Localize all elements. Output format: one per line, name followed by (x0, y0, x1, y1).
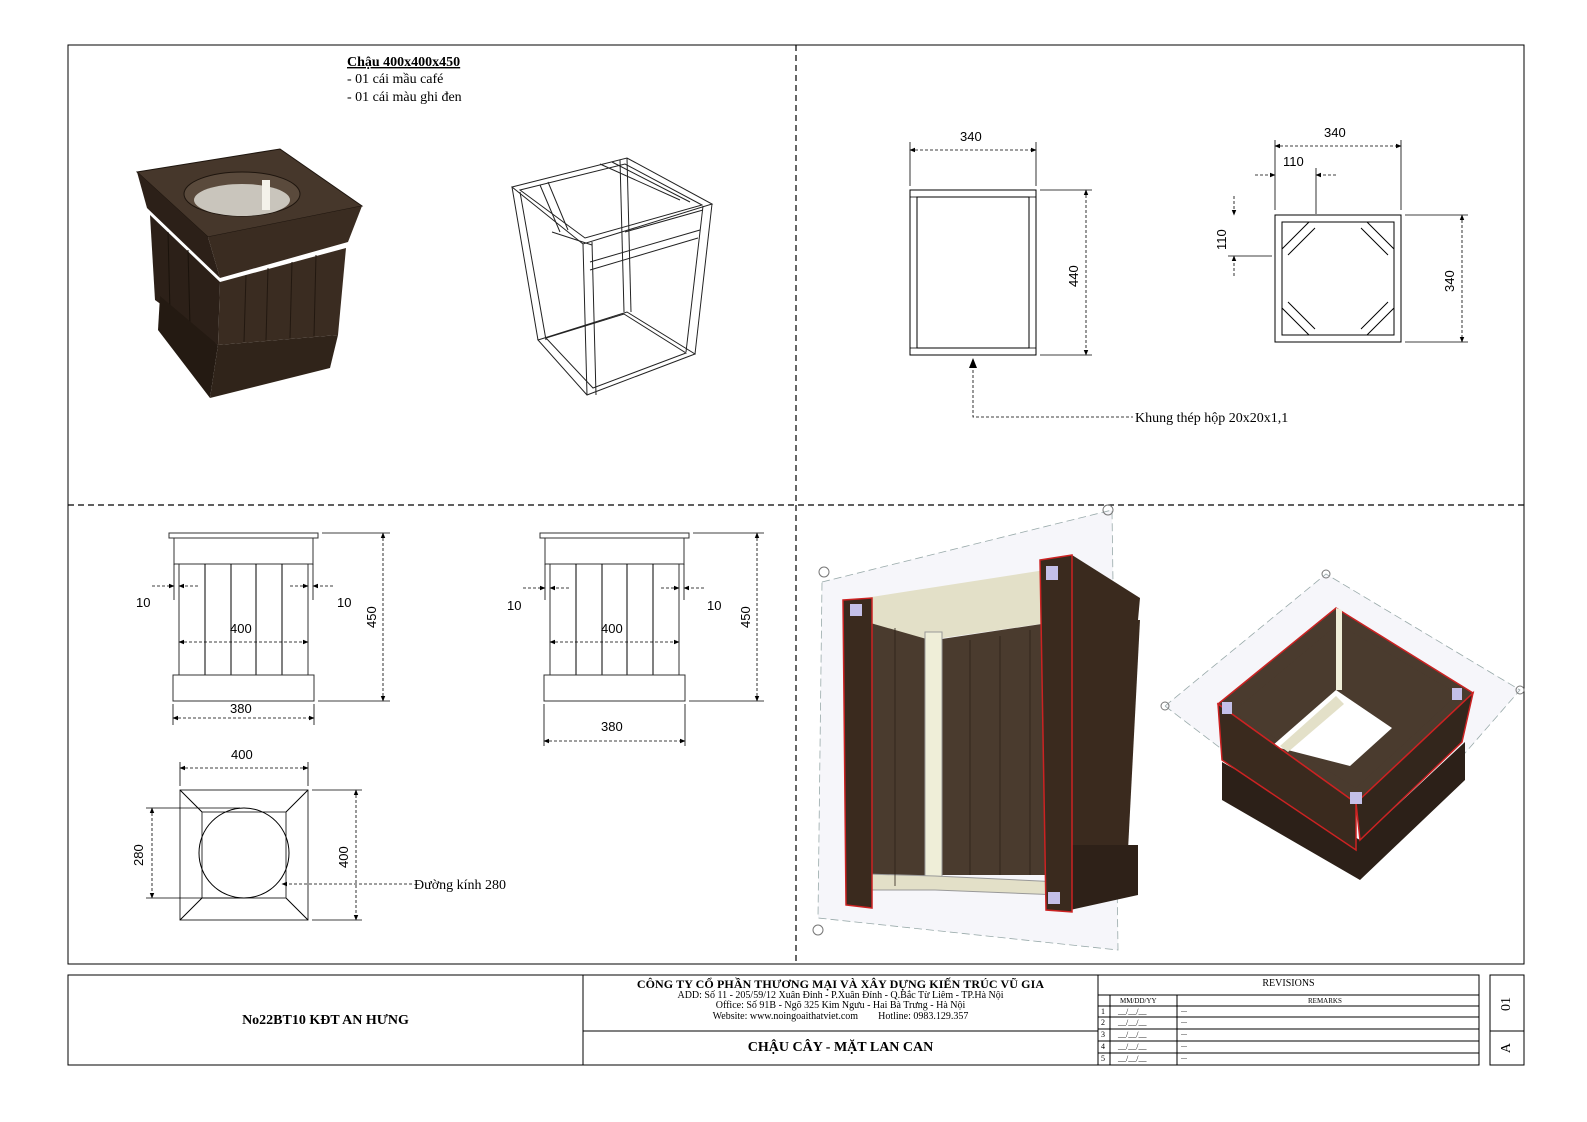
planter-render-3d (135, 148, 364, 398)
revisions-heading: REVISIONS (1262, 978, 1315, 989)
company-name: CÔNG TY CỔ PHẦN THƯƠNG MẠI VÀ XÂY DỰNG K… (636, 977, 1045, 991)
plan-view: 340 110 110 340 (1214, 125, 1468, 343)
revision-row-2-remark: ... (1181, 1016, 1187, 1025)
elevation-height-label: 440 (1066, 265, 1081, 287)
side-height-label: 450 (738, 606, 753, 628)
top-opening-label: 280 (131, 844, 146, 866)
revision-row-5-remark: ... (1181, 1052, 1187, 1061)
revision-row-1-date: __/__/__ (1118, 1007, 1147, 1016)
plan-inset-y-label: 110 (1214, 229, 1229, 250)
side-base-width-label: 380 (601, 719, 623, 734)
plan-inset-x-label: 110 (1283, 154, 1304, 169)
date-column-header: MM/DD/YY (1120, 997, 1157, 1005)
company-info: CÔNG TY CỔ PHẦN THƯƠNG MẠI VÀ XÂY DỰNG K… (583, 978, 1098, 1031)
front-height-label: 450 (364, 606, 379, 628)
revision-row-5-no: 5 (1101, 1054, 1105, 1063)
plan-height-label: 340 (1442, 270, 1457, 292)
revision-row-1-remark: ... (1181, 1005, 1187, 1014)
remarks-column-header: REMARKS (1308, 997, 1342, 1005)
sheet-number: 01 (1490, 978, 1524, 1030)
notes-line-2: - 01 cái màu ghi đen (347, 90, 462, 105)
company-hotline: Hotline: 0983.129.357 (878, 1010, 969, 1022)
revision-row-4-date: __/__/__ (1118, 1042, 1147, 1051)
diameter-annotation: Đường kính 280 (414, 878, 506, 893)
elevation-top-width-label: 340 (960, 129, 982, 144)
top-view: 400 280 400 Đường kính 280 (131, 747, 506, 921)
title-block-frame (67, 974, 1525, 1066)
front-gap-left-label: 10 (136, 595, 150, 610)
elevation-view: 340 440 Khung thép hộp 20x20x1,1 (909, 129, 1288, 426)
company-office: Office: Số 91B - Ngõ 325 Kim Ngưu - Hai … (715, 1000, 966, 1012)
revision-row-1-no: 1 (1101, 1007, 1105, 1016)
revision-row-3-remark: ... (1181, 1028, 1187, 1037)
front-view: 10 10 400 380 450 (136, 532, 390, 725)
sheet-size: A (1490, 1032, 1524, 1064)
revision-row-2-no: 2 (1101, 1018, 1105, 1027)
section-render-top (1160, 569, 1525, 880)
revision-row-3-no: 3 (1101, 1030, 1105, 1039)
revision-row-4-remark: ... (1181, 1040, 1187, 1049)
project-name: No22BT10 KĐT AN HƯNG (242, 1013, 409, 1028)
revision-row-2-date: __/__/__ (1118, 1018, 1147, 1027)
notes-line-1: - 01 cái mầu café (347, 72, 443, 87)
revision-row-5-date: __/__/__ (1118, 1054, 1147, 1063)
notes: Chậu 400x400x450 - 01 cái mầu café - 01 … (347, 55, 462, 105)
top-width-label: 400 (231, 747, 253, 762)
side-gap-right-label: 10 (707, 598, 721, 613)
frame-wireframe-3d (510, 157, 714, 396)
frame-annotation: Khung thép hộp 20x20x1,1 (1135, 411, 1288, 426)
company-website: Website: www.noingoaithatviet.com (712, 1010, 859, 1022)
company-address: ADD: Số 11 - 205/59/12 Xuân Đỉnh - P.Xuâ… (677, 989, 1004, 1001)
top-height-label: 400 (336, 846, 351, 868)
sheet-number-text: 01 (1499, 997, 1514, 1011)
revision-row-4-no: 4 (1101, 1042, 1105, 1051)
side-gap-left-label: 10 (507, 598, 521, 613)
front-inner-width-label: 400 (230, 621, 252, 636)
front-gap-right-label: 10 (337, 595, 351, 610)
sheet-size-text: A (1499, 1042, 1514, 1054)
drawing-title: CHẬU CÂY - MẶT LAN CAN (747, 1039, 934, 1055)
company-contact: Website: www.noingoaithatviet.com Hotlin… (583, 1010, 1098, 1023)
front-base-width-label: 380 (230, 701, 252, 716)
side-view: 10 10 400 380 450 (507, 532, 764, 746)
revision-row-3-date: __/__/__ (1118, 1030, 1147, 1039)
plan-width-label: 340 (1324, 125, 1346, 140)
section-render-front (812, 504, 1140, 951)
notes-heading: Chậu 400x400x450 (347, 55, 460, 70)
side-inner-width-label: 400 (601, 621, 623, 636)
